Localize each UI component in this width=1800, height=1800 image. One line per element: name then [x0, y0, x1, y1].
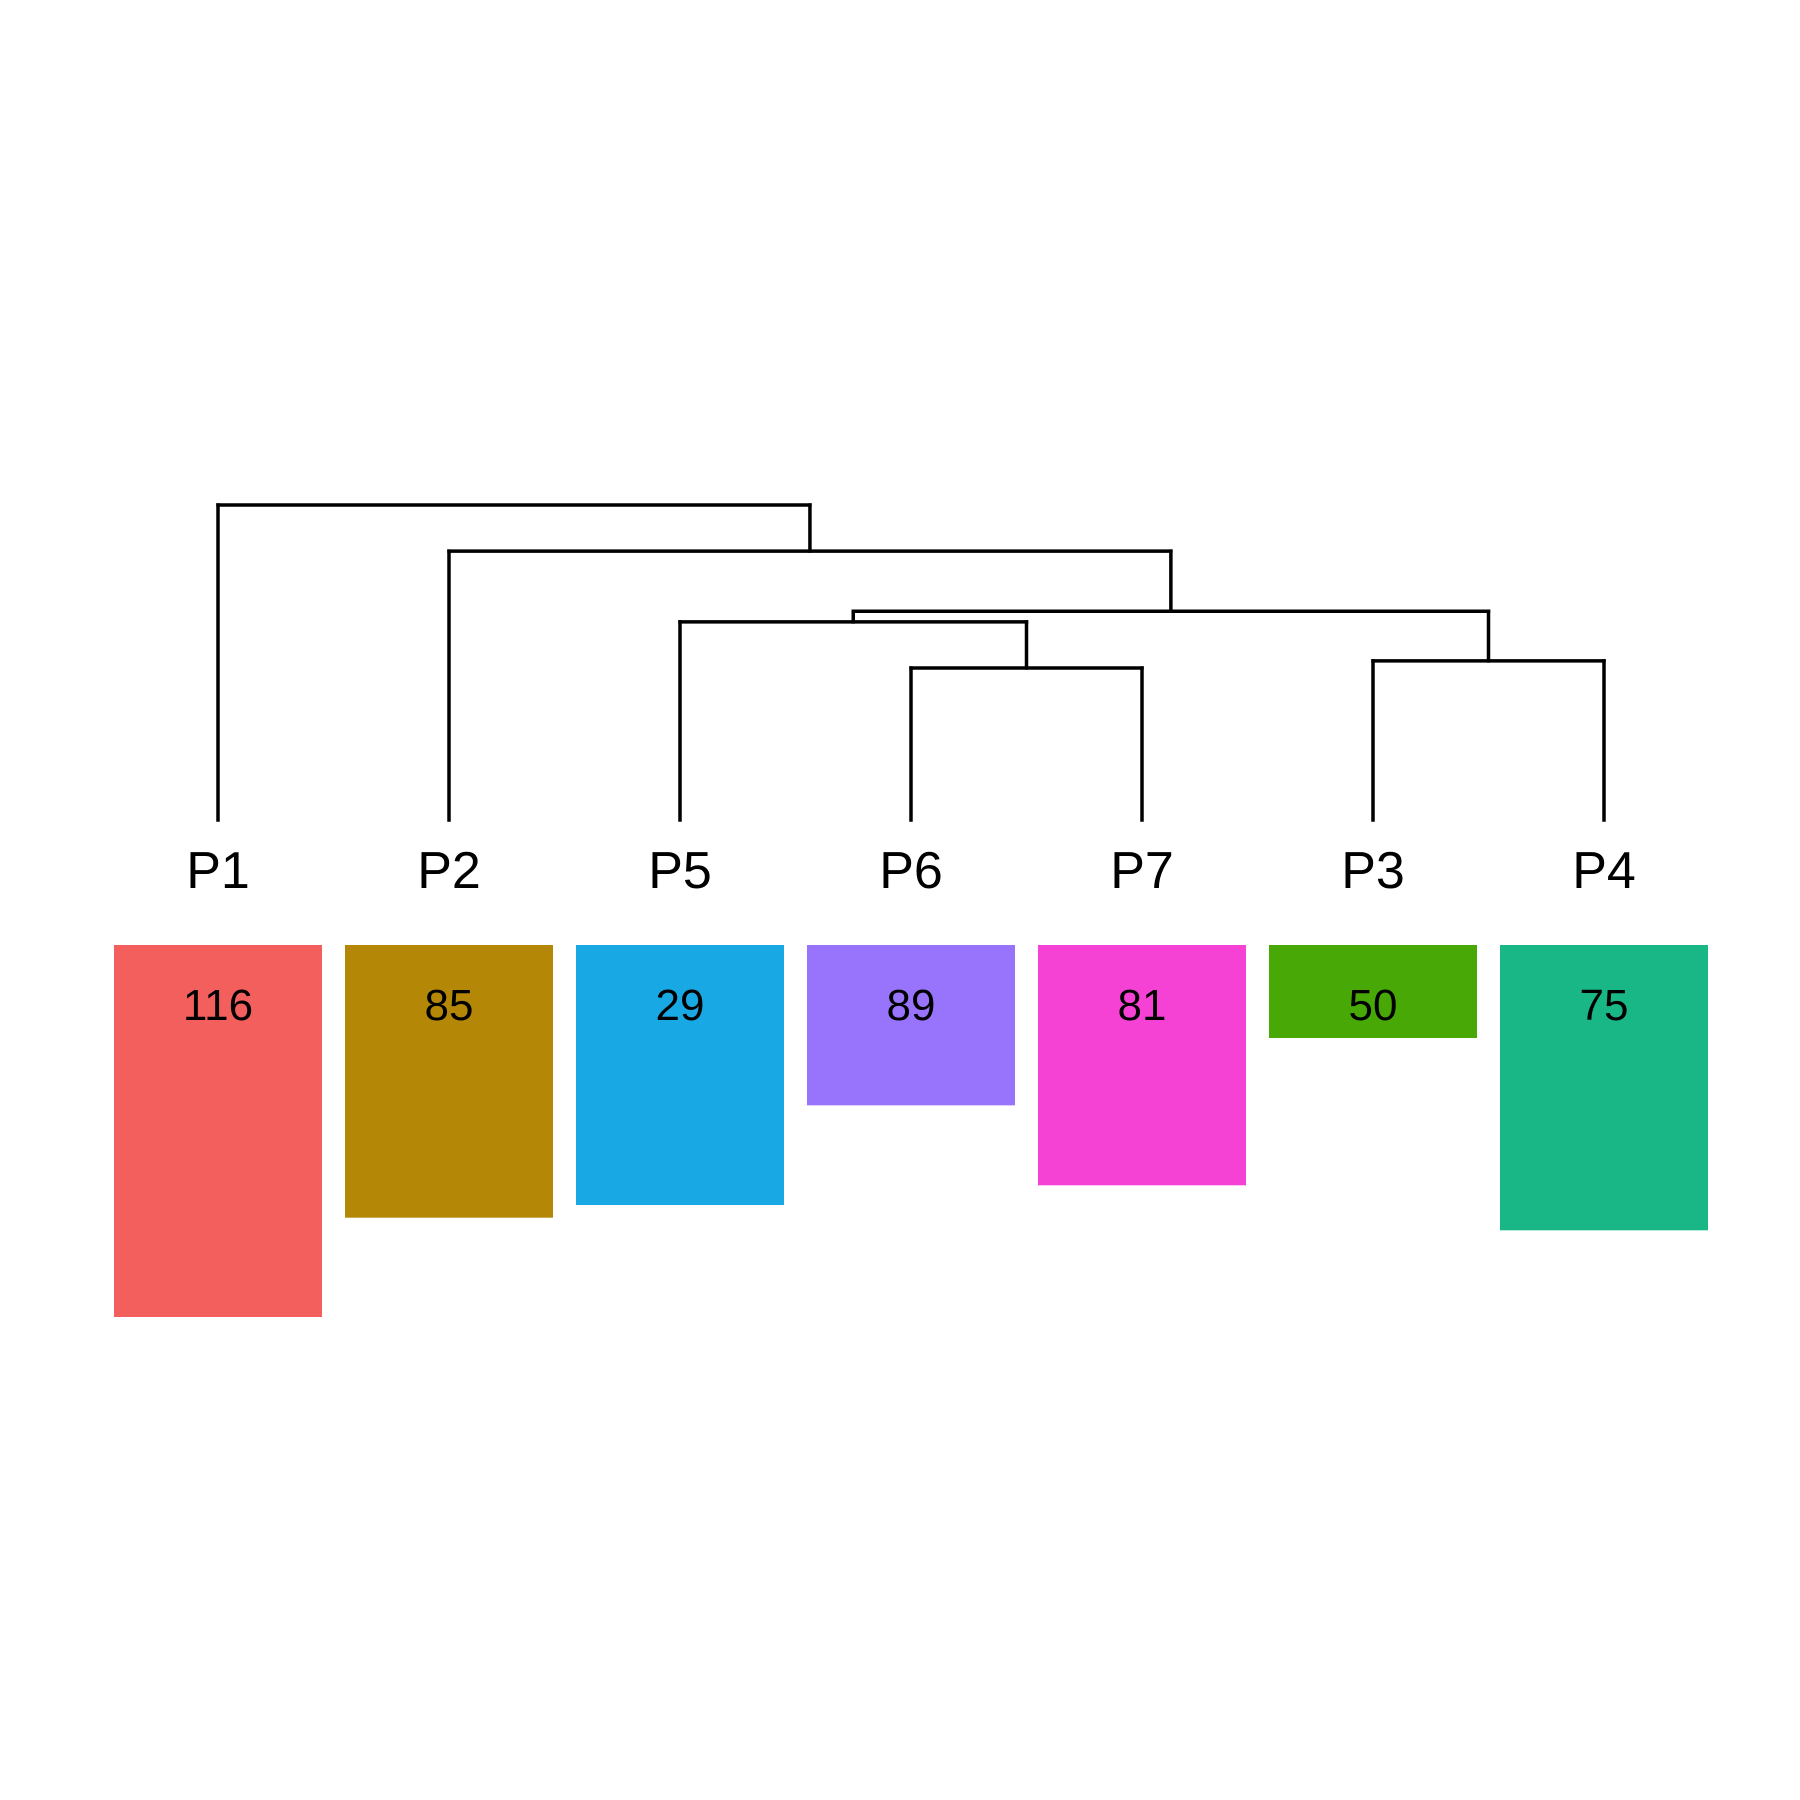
cluster-count-p5: 29 — [656, 981, 705, 1030]
leaf-label-p7: P7 — [1110, 842, 1174, 900]
leaf-label-p5: P5 — [648, 842, 712, 900]
leaf-label-p1: P1 — [186, 842, 250, 900]
cluster-bars: 116 85 29 89 81 50 75 — [114, 945, 1708, 1317]
cluster-count-p7: 81 — [1118, 981, 1167, 1030]
cluster-count-p1: 116 — [183, 981, 253, 1030]
leaf-labels: P1 P2 P5 P6 P7 P3 P4 — [186, 842, 1636, 900]
cluster-bar-p3 — [1269, 945, 1477, 1038]
cluster-bar-p6 — [807, 945, 1015, 1106]
cluster-count-p3: 50 — [1349, 981, 1398, 1030]
cluster-bar-p2 — [345, 945, 553, 1218]
leaf-label-p4: P4 — [1572, 842, 1636, 900]
leaf-label-p3: P3 — [1341, 842, 1405, 900]
cluster-count-p2: 85 — [425, 981, 474, 1030]
dendrogram-branches — [216, 503, 1606, 822]
cluster-count-p4: 75 — [1580, 981, 1629, 1030]
leaf-label-p2: P2 — [417, 842, 481, 900]
leaf-label-p6: P6 — [879, 842, 943, 900]
cluster-count-p6: 89 — [887, 981, 936, 1030]
cluster-bar-p5 — [576, 945, 784, 1206]
cluster-bar-p7 — [1038, 945, 1246, 1186]
cluster-bar-p1 — [114, 945, 322, 1317]
cluster-bar-p4 — [1500, 945, 1708, 1231]
